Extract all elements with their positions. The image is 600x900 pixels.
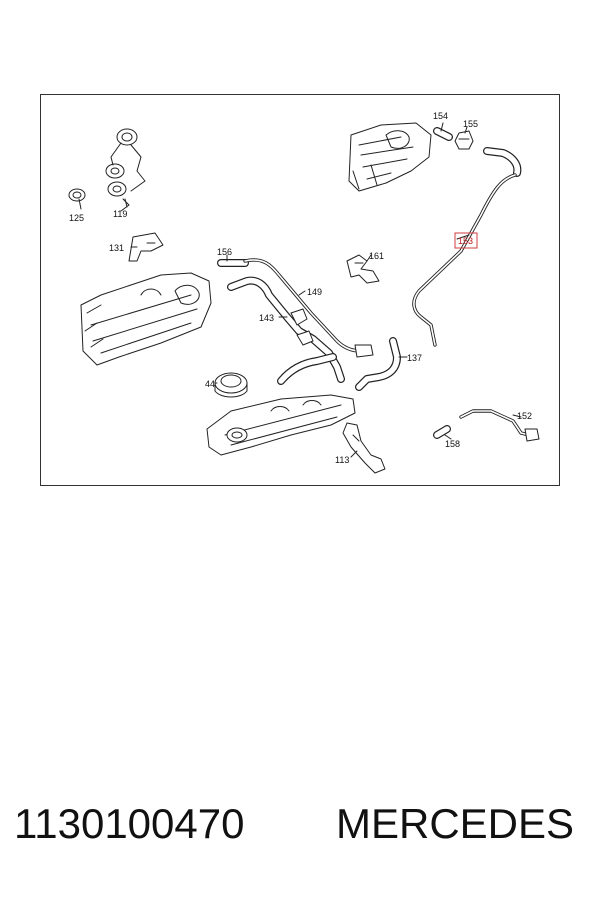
- callout-156[interactable]: 156: [217, 247, 232, 257]
- part-number: 1130100470: [14, 800, 245, 847]
- part-153-line: [412, 147, 522, 347]
- callout-113[interactable]: 113: [335, 455, 349, 465]
- callout-131[interactable]: 131: [109, 243, 124, 253]
- part-137-hose: [355, 337, 401, 391]
- callout-149[interactable]: 149: [307, 287, 322, 297]
- part-149-tube: [243, 258, 374, 358]
- callout-155[interactable]: 155: [463, 119, 478, 129]
- callout-161[interactable]: 161: [369, 251, 384, 261]
- callout-153[interactable]: 153: [458, 236, 473, 246]
- engine-cover-left: [80, 272, 212, 366]
- part-155-connector: [454, 130, 474, 150]
- part-44-seal: [214, 372, 248, 398]
- part-152-158-hose: [433, 409, 540, 442]
- part-113-bracket: [342, 422, 386, 474]
- engine-cover-top-right: [348, 122, 432, 192]
- callout-125[interactable]: 125: [69, 213, 84, 223]
- leader-lines: [78, 122, 522, 458]
- part-161-clip: [346, 254, 380, 284]
- callout-137[interactable]: 137: [407, 353, 422, 363]
- parts-diagram: 154 155 125 119 153 131 156 161 149 143 …: [68, 111, 540, 474]
- part-154-hose: [433, 127, 453, 141]
- callout-119[interactable]: 119: [113, 209, 127, 219]
- callout-158[interactable]: 158: [445, 439, 460, 449]
- callout-44[interactable]: 44: [205, 379, 215, 389]
- part-131-bracket: [128, 232, 164, 262]
- intake-manifold-bottom: [206, 394, 356, 456]
- parts-diagram-frame: 154 155 125 119 153 131 156 161 149 143 …: [40, 94, 560, 486]
- footer: 1130100470 MERCEDES: [0, 800, 600, 860]
- callout-152[interactable]: 152: [517, 411, 532, 421]
- part-143-hose: [227, 276, 345, 385]
- brand-name: MERCEDES: [336, 800, 575, 847]
- callout-143[interactable]: 143: [259, 313, 274, 323]
- clamps-119-125: [68, 128, 146, 212]
- callout-153-highlight: [454, 232, 478, 249]
- callout-154[interactable]: 154: [433, 111, 448, 121]
